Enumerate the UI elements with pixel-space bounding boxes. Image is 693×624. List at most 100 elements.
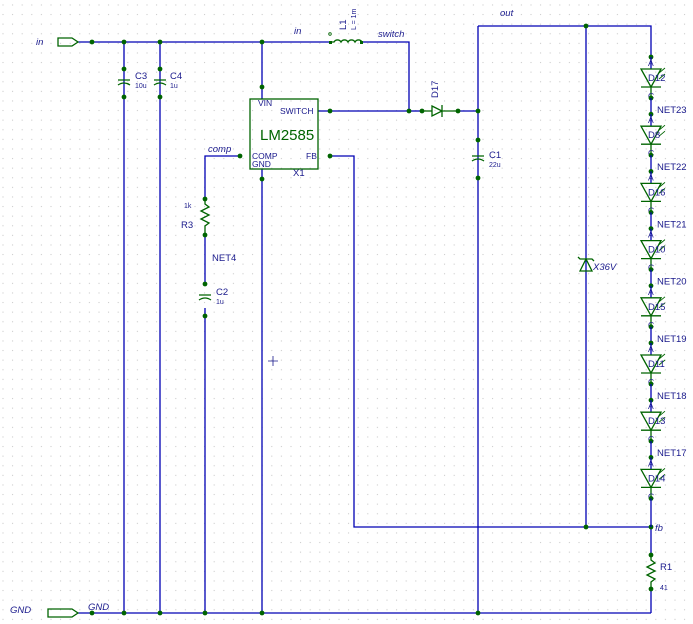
in-port-label: in <box>36 37 43 48</box>
led-d11[interactable]: ACD11 <box>639 340 666 387</box>
c2-value: 1u <box>216 299 224 306</box>
resistor-zigzag-icon <box>199 199 211 235</box>
c3-value: 10u <box>135 83 147 90</box>
net-label-net23: NET23 <box>657 105 687 116</box>
ic-body <box>249 98 319 170</box>
in-port[interactable]: in <box>36 37 80 48</box>
r1-value: 41 <box>660 585 668 592</box>
led-icon <box>639 468 663 489</box>
led-anode-label: A <box>648 115 654 125</box>
led-ref: D16 <box>648 187 665 198</box>
gnd-port[interactable]: GND <box>10 605 80 618</box>
r3-ref: R3 <box>181 220 193 231</box>
c1-value: 22u <box>489 162 501 169</box>
led-icon <box>639 125 663 146</box>
l1-value: L = 1m <box>351 8 358 30</box>
r1-ref: R1 <box>660 562 672 573</box>
net-label-comp: comp <box>208 144 231 155</box>
capacitor-c3[interactable]: C3 10u <box>117 66 147 100</box>
led-anode-label: A <box>648 58 654 68</box>
led-anode-label: A <box>648 172 654 182</box>
led-emission-arrows-icon <box>658 296 666 309</box>
ic-lm2585[interactable]: LM2585 VIN SWITCH COMP FB GND X1 <box>237 84 333 182</box>
led-anode-label: A <box>648 230 654 240</box>
wires <box>78 25 652 614</box>
c4-ref: C4 <box>170 71 182 82</box>
led-ref: D12 <box>648 73 665 84</box>
capacitor-icon <box>471 155 485 162</box>
ic-ref: X1 <box>293 168 305 179</box>
ic-pin-vin: VIN <box>258 98 272 108</box>
net-label-net4: NET4 <box>212 253 236 264</box>
led-emission-arrows-icon <box>658 182 666 194</box>
led-ref: D15 <box>648 302 665 313</box>
led-icon <box>639 182 663 203</box>
led-anode-label: A <box>648 401 654 411</box>
capacitor-c2[interactable]: C2 1u <box>198 281 228 319</box>
net-label-net22: NET22 <box>657 162 687 173</box>
net-label-gnd: GND <box>88 602 109 613</box>
resistor-r3[interactable]: 1k R3 <box>181 196 211 238</box>
led-d10[interactable]: ACD10 <box>639 226 666 273</box>
led-d12[interactable]: ACD12 <box>639 54 666 101</box>
led-emission-arrows-icon <box>658 239 666 251</box>
c2-ref: C2 <box>216 287 228 298</box>
resistor-r1[interactable]: R1 41 <box>645 552 672 592</box>
ic-pin-switch: SWITCH <box>280 106 314 116</box>
led-icon <box>639 354 663 375</box>
capacitor-icon <box>198 294 212 301</box>
capacitor-icon <box>153 79 167 86</box>
led-chain: ACD12NET23ACD8NET22ACD16NET21ACD10NET20A… <box>639 54 687 527</box>
led-emission-arrows-icon <box>658 353 666 366</box>
led-emission-arrows-icon <box>658 468 666 480</box>
led-ref: D11 <box>648 359 665 370</box>
gnd-port-flag-icon <box>47 608 80 618</box>
c3-ref: C3 <box>135 71 147 82</box>
led-d8[interactable]: ACD8 <box>639 111 666 158</box>
zener-diode-icon <box>578 257 594 272</box>
led-icon <box>639 297 663 318</box>
in-port-flag-icon <box>57 37 80 47</box>
capacitor-c1[interactable]: C1 22u <box>471 137 501 181</box>
led-ref: D13 <box>648 416 665 427</box>
net-label-net19: NET19 <box>657 334 687 345</box>
c1-ref: C1 <box>489 150 501 161</box>
resistor-zigzag-icon <box>645 555 657 589</box>
net-label-net21: NET21 <box>657 219 687 230</box>
ic-name: LM2585 <box>260 127 314 144</box>
led-icon <box>639 68 663 89</box>
junctions <box>89 23 654 616</box>
net-label-net20: NET20 <box>657 277 687 288</box>
cursor-crosshair-icon <box>268 356 278 366</box>
net-label-net17: NET17 <box>657 448 687 459</box>
diode-d17[interactable]: D17 <box>419 81 461 118</box>
led-ref: D14 <box>648 473 665 484</box>
led-icon <box>639 411 663 432</box>
l1-ref: L1 <box>338 19 349 30</box>
gnd-port-label: GND <box>10 605 31 616</box>
zener-diode[interactable]: X36V <box>577 256 618 273</box>
led-emission-arrows-icon <box>658 124 666 137</box>
led-icon <box>639 239 663 260</box>
led-anode-label: A <box>648 458 654 468</box>
led-emission-arrows-icon <box>658 67 666 80</box>
led-ref: D8 <box>648 130 660 141</box>
ic-pin-gnd: GND <box>252 159 271 169</box>
led-d16[interactable]: ACD16 <box>639 169 666 215</box>
net-label-fb: fb <box>655 523 663 534</box>
c4-value: 1u <box>170 83 178 90</box>
led-anode-label: A <box>648 287 654 297</box>
inductor-coil-icon <box>330 39 363 44</box>
inductor-l1[interactable]: L1 L = 1m <box>328 8 363 44</box>
capacitor-c4[interactable]: C4 1u <box>153 66 182 100</box>
led-emission-arrows-icon <box>658 410 666 423</box>
ic-pin-fb: FB <box>306 151 317 161</box>
led-ref: D10 <box>648 245 665 256</box>
led-d14[interactable]: ACD14 <box>639 455 666 501</box>
net-label-out: out <box>500 8 514 19</box>
d17-ref: D17 <box>430 81 441 98</box>
ic-pin-comp: COMP <box>252 151 278 161</box>
capacitor-icon <box>117 79 131 86</box>
